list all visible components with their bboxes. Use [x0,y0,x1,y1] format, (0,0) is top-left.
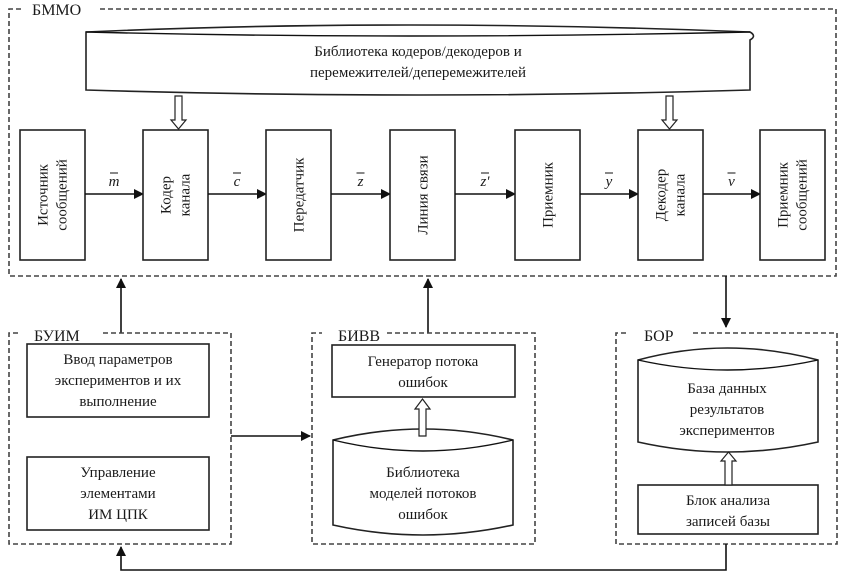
hollow-arrow-library-to-coder [169,95,188,130]
models-library-line1: Библиотека [386,465,460,481]
chain-block-label: Приемник [541,161,557,228]
input-block-line2: экспериментов и их [55,373,182,389]
hollow-arrow-library-to-decoder [660,95,679,130]
group-bor-label: БОР [644,328,674,345]
chain-block [514,129,581,261]
chain-block-label: Линия связи [416,155,432,234]
arrow-bor-to-buim-feedback [116,544,727,571]
results-database-cylinder [637,347,819,453]
group-bmmo-label: БММО [32,2,81,19]
library-top-line2: перемежителей/деперемежителей [310,65,526,81]
signal-label: y [604,174,613,190]
generator-line1: Генератор потока [368,354,479,370]
chain-block [759,129,826,261]
hollow-arrow-analysis-to-database [719,451,738,486]
signal-label: z [357,174,364,190]
database-line3: экспериментов [679,423,774,439]
models-library-line2: моделей потоков [369,486,476,502]
chain-block-label: канала [673,173,689,216]
group-bivv: БИВВ Генератор потока ошибок Библиотека … [311,328,536,545]
signal-label: c [234,174,241,190]
library-top-line1: Библиотека кодеров/декодеров и [314,44,522,60]
group-buim: БУИМ Ввод параметров экспериментов и их … [8,328,232,545]
chain-block-label: Декодер [654,169,670,221]
hollow-arrow-library-to-generator [413,398,432,437]
input-block-line1: Ввод параметров [63,352,172,368]
chain-block-label: Передатчик [292,157,308,232]
analysis-line1: Блок анализа [686,493,770,509]
block-error-generator [331,344,516,398]
chain-block-label: сообщений [795,159,811,231]
chain-block-label: Кодер [159,176,175,214]
input-block-line3: выполнение [79,394,157,410]
chain-block-label: сообщений [55,159,71,231]
chain-block [265,129,332,261]
block-control-elements [26,456,210,531]
database-line1: База данных [687,381,767,397]
database-line2: результатов [690,402,765,418]
signal-label: z' [479,174,490,190]
control-block-line1: Управление [80,465,156,481]
control-block-line3: ИМ ЦПК [88,507,149,523]
block-input-parameters [26,343,210,418]
chain-block-label: Приемник [776,161,792,228]
chain-block [19,129,86,261]
chain-block [142,129,209,261]
signal-label: v [728,174,735,190]
chain-block [389,129,456,261]
analysis-line2: записей базы [686,514,770,530]
control-block-line2: элементами [80,486,155,502]
models-library-cylinder [332,428,514,536]
group-bor: БОР База данных результатов эксперименто… [615,328,838,545]
generator-line2: ошибок [398,375,448,391]
models-library-line3: ошибок [398,507,448,523]
group-bivv-label: БИВВ [338,328,380,345]
chain-block [637,129,704,261]
chain-block-label: Источник [36,163,52,226]
group-bmmo: БММО [8,2,837,277]
group-buim-label: БУИМ [34,328,80,345]
signal-label: m [109,174,120,190]
library-coders-decoders: Библиотека кодеров/декодеров и перемежит… [85,24,755,96]
chain-block-label: канала [178,173,194,216]
